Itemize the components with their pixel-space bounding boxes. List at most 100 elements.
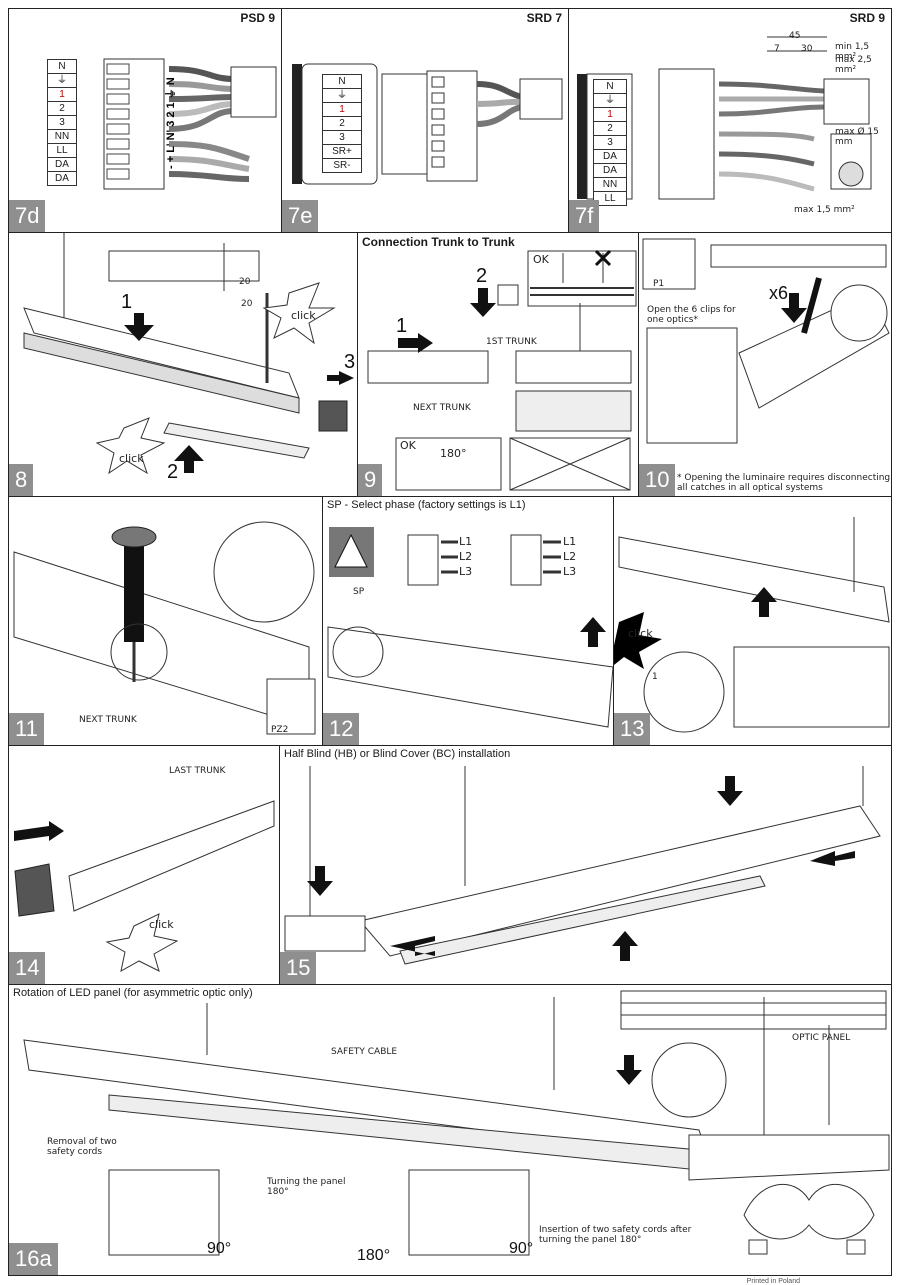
tool-label: PZ2 (271, 725, 289, 735)
phase-label: L1 (563, 535, 577, 548)
next-trunk-label: NEXT TRUNK (413, 403, 471, 413)
terminal-label: N (323, 75, 361, 89)
terminal-label: SR- (333, 160, 351, 171)
step-3: 3 (344, 351, 356, 373)
step-number: 13 (614, 713, 651, 745)
max-wire-2: max 1,5 mm² (794, 205, 855, 215)
terminal-label: DA (594, 150, 626, 164)
click-label: click (149, 918, 174, 931)
step-1: 1 (121, 291, 133, 313)
safety-cable-label: SAFETY CABLE (331, 1047, 398, 1057)
footnote: * Opening the luminaire requires disconn… (677, 473, 891, 493)
panel-10: P1 x6 Open the 6 clips for one optics* *… (638, 232, 892, 497)
angle-label: 180° (440, 447, 467, 460)
terminal-label: ⏚ (323, 89, 361, 103)
angle-90-left: 90° (207, 1240, 232, 1257)
click-label: click (119, 452, 144, 465)
phase-label: L1 (459, 535, 473, 548)
click-label: click (291, 309, 316, 322)
panel-7d: PSD 9 - + L' N' 3 2 1 ⏚ N N ⏚ 1 2 3 NN L… (8, 8, 282, 233)
terminal-block: N ⏚ 1 2 3 DA DA NN LL (593, 79, 627, 206)
terminal-label: 1 (48, 88, 76, 102)
dim-7: 7 (774, 44, 780, 54)
panel-16a: Rotation of LED panel (for asymmetric op… (8, 984, 892, 1276)
phase-label: L3 (459, 565, 473, 578)
sp-label: SP (353, 587, 365, 597)
first-trunk-label: 1ST TRUNK (486, 337, 537, 347)
terminal-label: 2 (48, 102, 76, 116)
dim-20b: 20 (241, 299, 253, 309)
terminal-label: 3 (323, 131, 361, 145)
terminal-label: 1 (594, 108, 626, 122)
arrow-up (174, 445, 204, 473)
tool-label: P1 (653, 279, 665, 289)
terminal-label: NN (594, 178, 626, 192)
dim-30: 30 (801, 44, 813, 54)
trunk-connection-drawing (367, 249, 637, 491)
led-rotation-drawing (23, 990, 890, 1256)
panel-7f: SRD 9 45 7 30 min 1,5 mm² max 2,5 mm² ma… (568, 8, 892, 233)
blind-cover-drawing (284, 766, 881, 965)
max-wire: max 2,5 mm² (835, 55, 872, 75)
panel-title: SRD 7 (526, 11, 562, 25)
terminal-label: 2 (323, 117, 361, 131)
ok-label: OK (533, 253, 549, 266)
marker-label: 1 (652, 672, 658, 682)
panel-title: SRD 9 (849, 11, 885, 25)
panel-title: Connection Trunk to Trunk (362, 235, 515, 249)
terminal-label: ⏚ (48, 74, 76, 88)
panel-9: Connection Trunk to Trunk 1 2 OK OK 1ST … (357, 232, 639, 497)
step-number: 10 (639, 464, 676, 496)
terminal-label: NN (48, 130, 76, 144)
panel-title: SP - Select phase (factory settings is L… (327, 499, 526, 511)
panel-14: LAST TRUNK click 14 (8, 745, 280, 985)
turning-label: Turning the panel 180° (267, 1177, 346, 1197)
trunk-drawing (23, 233, 354, 475)
panel-15: Half Blind (HB) or Blind Cover (BC) inst… (279, 745, 892, 985)
trunk-joint-drawing (614, 517, 890, 733)
panel-title: PSD 9 (240, 11, 275, 25)
panel-12: SP - Select phase (factory settings is L… (322, 496, 614, 746)
step-number: 11 (9, 713, 44, 745)
optic-panel-label: OPTIC PANEL (792, 1033, 851, 1043)
step-number: 7d (9, 200, 46, 232)
phase-selector-drawing (327, 527, 613, 728)
panel-7e: SRD 7 N ⏚ 1 2 3 SR+ SR- 7e (281, 8, 569, 233)
panel-8: 1 2 3 20 20 click click 8 (8, 232, 358, 497)
terminal-label: 2 (594, 122, 626, 136)
terminal-label: 3 (594, 136, 626, 150)
step-number: 7e (282, 200, 319, 232)
arrow-left (327, 371, 354, 385)
last-trunk-label: LAST TRUNK (169, 766, 226, 776)
terminal-label: N (594, 80, 626, 94)
terminal-label: DA (594, 164, 626, 178)
screw-drawing (13, 521, 316, 735)
dim-20a: 20 (239, 277, 251, 287)
terminal-label: 1 (323, 103, 361, 117)
terminal-label: N (48, 60, 76, 74)
terminal-label: DA (55, 173, 69, 184)
terminal-label: LL (604, 193, 616, 204)
phase-label: L3 (563, 565, 577, 578)
step-number: 8 (9, 464, 34, 496)
insertion-label: Insertion of two safety cords after turn… (539, 1225, 692, 1245)
angle-90-right: 90° (509, 1240, 534, 1257)
clips-note: Open the 6 clips for one optics* (647, 305, 736, 325)
step-number: 9 (358, 464, 383, 496)
phase-label: L2 (563, 550, 577, 563)
panel-11: NEXT TRUNK PZ2 11 (8, 496, 323, 746)
ok-label: OK (400, 439, 416, 452)
step-1: 1 (396, 315, 408, 337)
panel-title: Half Blind (HB) or Blind Cover (BC) inst… (284, 748, 511, 760)
terminal-label: SR+ (323, 145, 361, 159)
terminal-label: 3 (48, 116, 76, 130)
terminal-label: ⏚ (594, 94, 626, 108)
click-label: click (628, 627, 653, 640)
optics-clip-drawing (642, 238, 890, 444)
step-2: 2 (167, 461, 179, 483)
min-wire: min 1,5 mm² (835, 42, 870, 62)
angle-180: 180° (357, 1247, 391, 1264)
terminal-label: LL (48, 144, 76, 158)
panel-title: Rotation of LED panel (for asymmetric op… (13, 987, 253, 999)
step-number: 14 (9, 952, 46, 984)
